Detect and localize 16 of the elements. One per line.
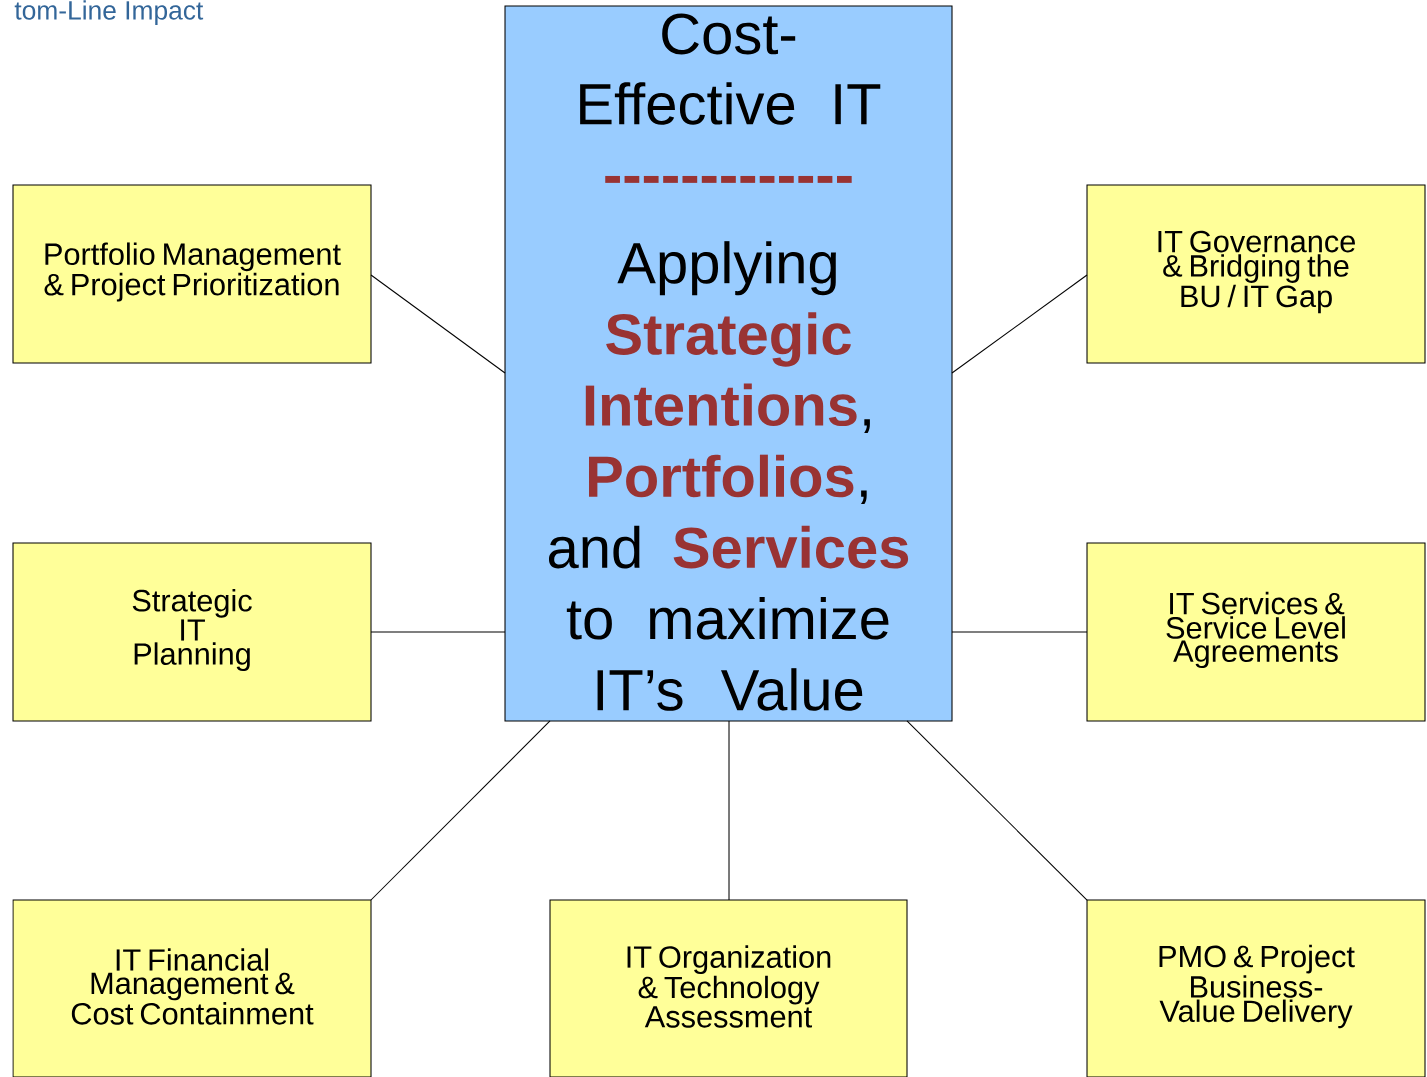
topic-box: IT Governance & Bridging the BU / IT Gap	[1086, 184, 1426, 364]
topic-box: IT Organization & Technology Assessment	[549, 899, 908, 1077]
topic-box: Portfolio Management & Project Prioritization	[12, 184, 372, 364]
topic-box: IT Services & Service Level Agreements	[1086, 542, 1426, 722]
topic-box: Strategic IT Planning	[12, 542, 372, 722]
central-box: Cost-Effective IT ------------- Applying Strategic Intentions, Portfolios, and Services to maximize IT’s Value	[504, 5, 953, 722]
slide-title: tom-Line Impact	[14, 0, 204, 25]
connector-line	[370, 631, 506, 633]
topic-box: PMO & Project Business-Value Delivery	[1086, 899, 1426, 1077]
connector-line	[906, 720, 1088, 901]
connector-line	[370, 720, 551, 901]
connector-line	[370, 274, 506, 374]
connector-line	[951, 631, 1088, 633]
topic-box: IT Financial Management & Cost Containment	[12, 899, 372, 1077]
connector-line	[728, 720, 730, 901]
connector-line	[951, 274, 1088, 374]
